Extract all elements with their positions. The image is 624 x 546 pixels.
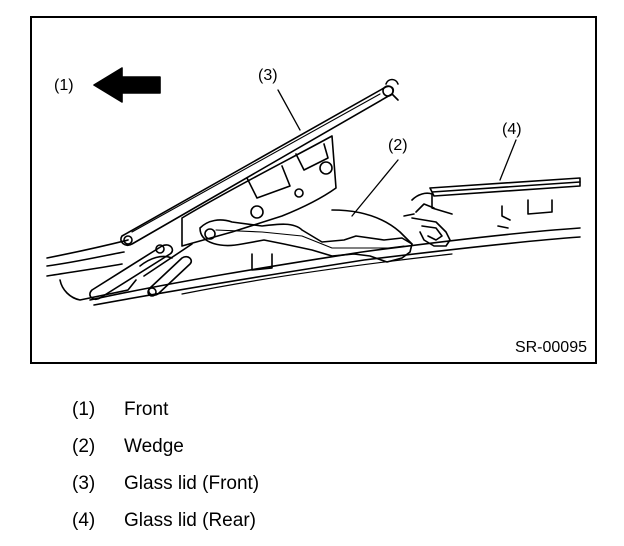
guide-link-1 (89, 244, 174, 301)
legend-label: Wedge (124, 436, 184, 457)
callout-glass-lid-rear: (4) (502, 121, 522, 138)
front-rail-upper (46, 239, 129, 259)
leader-line-3 (277, 89, 301, 131)
legend-number: (4) (72, 510, 96, 531)
guide-link-2 (147, 255, 193, 297)
bracket-bolt-1 (250, 205, 264, 219)
wedge-pivot (204, 228, 216, 240)
legend-label: Glass lid (Front) (124, 473, 260, 494)
legend-item: (2) Wedge (72, 435, 259, 472)
glass-lid-front-pivot (123, 235, 133, 245)
legend-label: Front (124, 399, 169, 420)
legend-item: (1) Front (72, 398, 259, 435)
front-direction-arrow-icon (93, 67, 161, 103)
wedge-inner-contour (215, 229, 405, 249)
callout-glass-lid-front: (3) (258, 67, 278, 84)
legend: (1) Front (2) Wedge (3) Glass lid (Front) (… (72, 398, 259, 546)
roof-panel-inner-line (93, 236, 581, 306)
wedge-hook-inner (421, 225, 443, 241)
lid-support-bracket (181, 135, 337, 247)
callout-front: (1) (54, 77, 74, 94)
legend-number: (2) (72, 436, 96, 457)
legend-item: (3) Glass lid (Front) (72, 472, 259, 509)
wedge-body (199, 219, 413, 263)
glass-lid-rear-bracket (497, 199, 553, 229)
leader-line-4 (499, 139, 517, 181)
glass-lid-front-tip (385, 78, 399, 101)
glass-lid-front-hinge (382, 85, 394, 97)
wedge-tab (251, 253, 273, 271)
wedge-hook (411, 217, 451, 247)
front-rail-bracket (59, 279, 137, 301)
guide-rail (139, 243, 193, 277)
legend-number: (3) (72, 473, 96, 494)
roof-panel-outline (89, 227, 581, 301)
legend-number: (1) (72, 399, 96, 420)
guide-pin-1 (155, 244, 165, 254)
legend-item: (4) Glass lid (Rear) (72, 509, 259, 546)
glass-lid-front (120, 85, 395, 247)
glass-lid-rear-edge (411, 181, 581, 215)
lid-support-bracket-rib (246, 143, 329, 199)
sunroof-wedge-illustration (46, 67, 581, 306)
front-rail-lower (46, 251, 125, 277)
leader-line-2 (351, 159, 399, 217)
figure-code: SR-00095 (514, 339, 587, 356)
guide-pin-2 (147, 287, 157, 297)
glass-lid-rear (429, 177, 581, 197)
glass-lid-rear-seal (403, 203, 435, 217)
glass-lid-front-edge (131, 93, 381, 233)
diagram-frame: (1) (3) (2) (4) SR-00095 (30, 16, 597, 364)
bracket-bolt-3 (294, 188, 304, 198)
wedge-arm (331, 209, 413, 245)
callout-wedge: (2) (388, 137, 408, 154)
roof-edge-lower (181, 253, 453, 295)
legend-label: Glass lid (Rear) (124, 510, 256, 531)
bracket-bolt-2 (319, 161, 333, 175)
